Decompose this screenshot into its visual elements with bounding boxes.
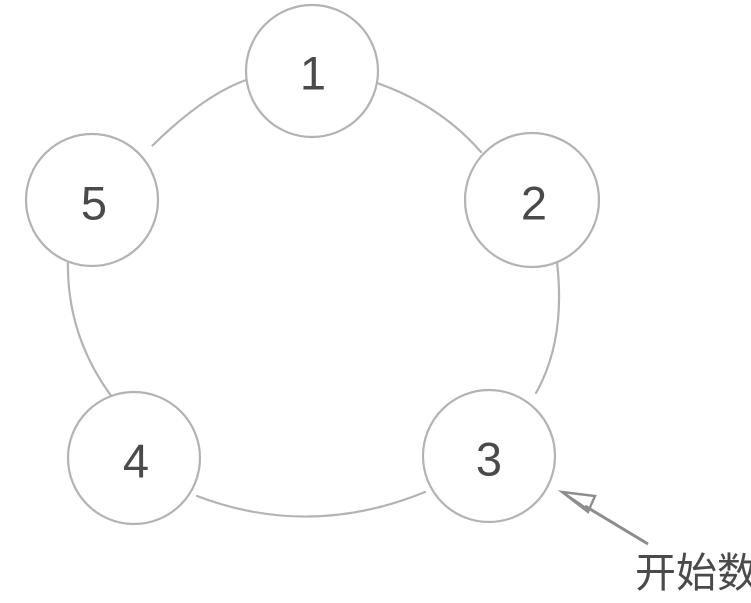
node-3-label: 3 [476,433,502,486]
node-4-label: 4 [123,435,149,488]
node-1-label: 1 [300,47,326,100]
arc-2-to-3 [534,260,561,395]
start-number-annotation-label: 开始数 [635,549,751,597]
node-2[interactable]: 2 [463,131,601,269]
node-2-circle[interactable] [463,131,601,269]
arc-3-to-4 [195,490,427,518]
node-5-label: 5 [81,177,107,230]
arc-5-to-1 [151,78,249,147]
node-2-label: 2 [521,177,547,230]
arc-1-to-2 [375,81,483,154]
ring-connections [66,78,561,518]
arrow-shaft [584,504,649,546]
node-4[interactable]: 4 [66,390,202,526]
node-5[interactable]: 5 [24,132,160,268]
annotation-arrow [557,490,649,546]
node-1[interactable]: 1 [244,3,380,139]
arrow-head-inner-line [563,492,590,511]
node-3-circle[interactable] [421,388,557,524]
node-3[interactable]: 3 [421,388,557,524]
node-4-circle[interactable] [66,390,202,526]
node-5-circle[interactable] [24,132,160,268]
node-1-circle[interactable] [244,3,380,139]
arc-4-to-5 [66,257,114,399]
arrow-head-icon [557,490,597,514]
